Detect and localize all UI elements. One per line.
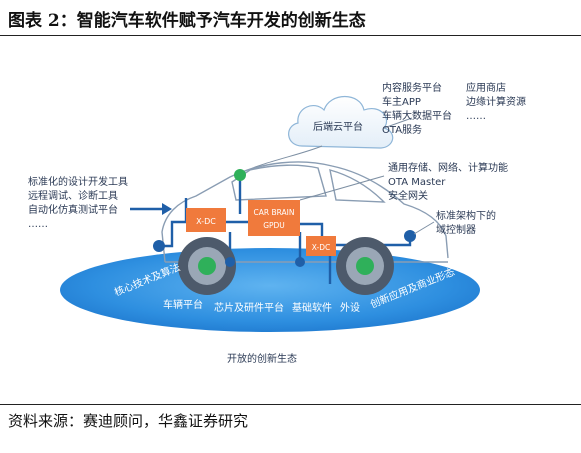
cloud-service-item: OTA服务 [382,125,423,136]
gateway-pointer [299,175,385,201]
cloud-link-gateway [383,117,413,129]
top-rule [0,35,581,36]
domain-controller-pointer [413,221,435,235]
tool-item: 标准化的设计开发工具 [28,177,128,188]
node-left [153,240,165,252]
car-brain-label-line1: CAR BRAIN [254,208,295,217]
eco-peripherals: 外设 [340,302,360,314]
gateway-feature-item: 安全网关 [388,191,428,202]
cloud-services-list-1: 内容服务平台 车主APP 车辆大数据平台 OTA服务 [382,82,452,138]
tool-item: …… [28,219,48,230]
gateway-feature-item: OTA Master [388,177,446,188]
cloud-service-item: 车主APP [382,97,421,108]
xdc-left-label: X-DC [196,217,216,226]
left-tools-list: 标准化的设计开发工具 远程调试、诊断工具 自动化仿真测试平台 …… [28,176,128,232]
front-wheel [178,237,236,295]
cloud-service-item: …… [466,111,486,122]
cloud-icon [288,96,394,149]
ecosystem-caption: 开放的创新生态 [227,352,297,365]
xdc-right-label: X-DC [312,243,330,252]
xdc-module-right [306,236,336,256]
tool-item: 远程调试、诊断工具 [28,191,118,202]
gateway-feature-item: 通用存储、网络、计算功能 [388,163,508,174]
bottom-rule [0,404,581,405]
car-brain-label-line2: GPDU [263,221,285,230]
node-bottom-1 [225,257,235,267]
cloud-service-item: 应用商店 [466,83,506,94]
node-right [404,230,416,242]
cloud-service-item: 边缘计算资源 [466,97,526,108]
eco-base-software: 基础软件 [292,301,332,314]
car-brain-module [248,200,300,236]
domain-controller-label: 标准架构下的 域控制器 [436,210,496,238]
domain-controller-line: 域控制器 [436,225,476,236]
cloud-service-item: 车辆大数据平台 [382,111,452,122]
cloud-service-item: 内容服务平台 [382,83,442,94]
rear-wheel [336,237,394,295]
figure-source: 资料来源：赛迪顾问，华鑫证券研究 [8,412,249,430]
gateway-features-list: 通用存储、网络、计算功能 OTA Master 安全网关 [388,162,508,204]
tool-item: 自动化仿真测试平台 [28,205,118,216]
ecosystem-diagram: X-DC CAR BRAIN GPDU X-DC 核心技术及算法 车辆平台 芯片… [60,96,480,365]
domain-controller-line: 标准架构下的 [436,211,496,222]
input-arrow-icon [130,203,172,215]
node-bottom-2 [295,257,305,267]
cloud-label: 后端云平台 [313,120,363,133]
node-roof [234,169,246,181]
xdc-module-left [186,208,226,232]
figure-title: 图表 2：智能汽车软件赋予汽车开发的创新生态 [8,11,366,31]
eco-vehicle-platform: 车辆平台 [163,298,203,311]
cloud-services-list-2: 应用商店 边缘计算资源 …… [466,82,526,124]
eco-chip-platform: 芯片及研件平台 [214,301,284,314]
